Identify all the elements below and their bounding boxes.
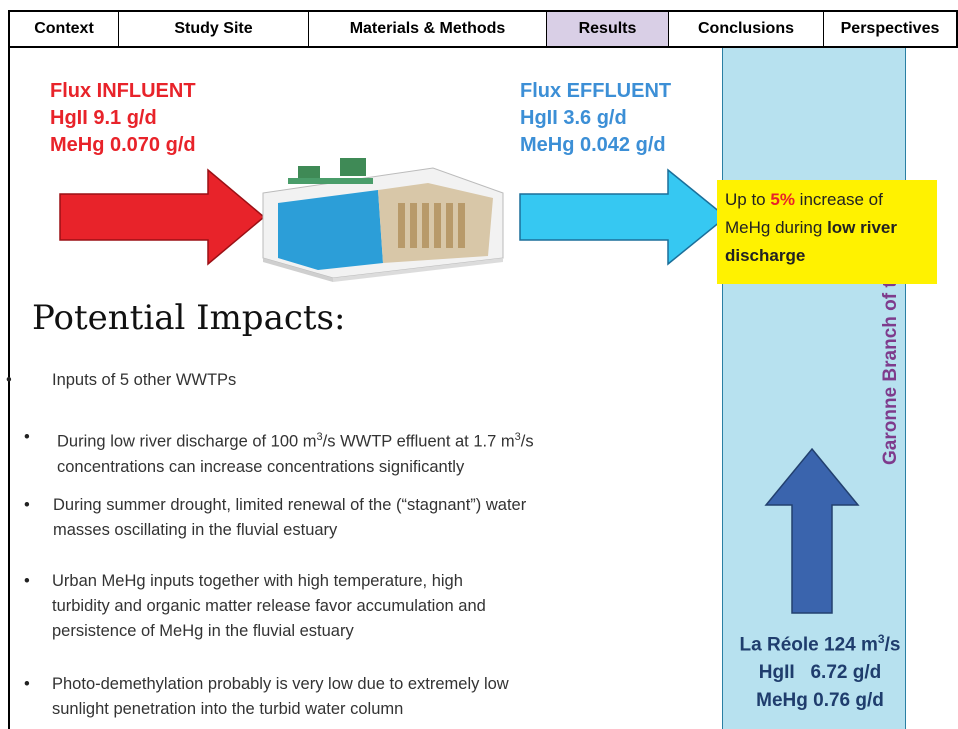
bullet-text: Inputs of 5 other WWTPs <box>52 371 237 389</box>
bullet-dot: • <box>24 675 30 693</box>
bullet-text-line3: persistence of MeHg in the fluvial estua… <box>52 622 354 640</box>
effluent-mehg: MeHg 0.042 g/d <box>520 134 666 156</box>
left-border-line <box>8 46 10 729</box>
tab-perspectives[interactable]: Perspectives <box>840 20 940 37</box>
influent-arrow-icon <box>59 168 266 266</box>
effluent-title: Flux EFFLUENT <box>520 80 672 102</box>
effluent-hg: HgII 3.6 g/d <box>520 107 627 129</box>
bullet-text: Photo-demethylation probably is very low… <box>52 675 509 693</box>
callout-prefix: Up to <box>725 190 771 209</box>
influent-flux: Flux INFLUENT HgII 9.1 g/d MeHg 0.070 g/… <box>50 78 196 159</box>
bullet-item: • Inputs of 5 other WWTPs <box>6 368 237 393</box>
bullet-item: • Photo-demethylation probably is very l… <box>24 672 509 722</box>
tab-context[interactable]: Context <box>10 12 119 46</box>
bullet-text-part: /s WWTP effluent at 1.7 m <box>322 432 515 451</box>
callout-emphasis: low river discharge <box>725 218 897 265</box>
wwtp-plant-icon <box>262 158 504 282</box>
tab-results[interactable]: Results <box>547 12 669 46</box>
bullet-text: During low river discharge of 100 m3/s W… <box>57 425 534 455</box>
bullet-text-part: During low river discharge of 100 m <box>57 432 317 451</box>
section-nav: Context Study Site Materials & Methods R… <box>8 10 958 48</box>
bullet-item: • During low river discharge of 100 m3/s… <box>24 425 534 480</box>
bullet-text: During summer drought, limited renewal o… <box>53 496 527 514</box>
bullet-text-line2: turbidity and organic matter release fav… <box>52 597 486 615</box>
bullet-dot: • <box>24 496 30 514</box>
la-reole-flux: La Réole 124 m3/s HgII 6.72 g/d MeHg 0.7… <box>720 625 920 715</box>
influent-hg: HgII 9.1 g/d <box>50 107 157 129</box>
unit-exponent: 3 <box>514 431 521 443</box>
bullet-text-line2: sunlight penetration into the turbid wat… <box>52 700 404 718</box>
bullet-text-line2: masses oscillating in the fluvial estuar… <box>53 521 338 539</box>
river-flow-arrow-icon <box>764 447 860 614</box>
bullet-text-part: /s <box>520 432 534 451</box>
estuary-band <box>722 48 906 729</box>
tab-materials-methods[interactable]: Materials & Methods <box>309 12 547 46</box>
bullet-text: Urban MeHg inputs together with high tem… <box>52 572 463 590</box>
la-reole-discharge-text: La Réole 124 m <box>739 634 878 656</box>
bullet-text-line2: concentrations can increase concentratio… <box>57 457 465 476</box>
unit-suffix: /s <box>884 634 901 656</box>
potential-impacts-heading: Potential Impacts: <box>32 298 346 338</box>
callout-percent: 5% <box>770 190 795 209</box>
bullet-dot: • <box>24 428 30 446</box>
unit-exponent: 3 <box>877 632 885 646</box>
effluent-arrow-icon <box>519 168 728 266</box>
bullet-item: • During summer drought, limited renewal… <box>24 493 527 543</box>
la-reole-discharge: La Réole 124 m3/s <box>720 625 920 659</box>
callout-middle: increase of MeHg during <box>725 190 883 237</box>
bullet-item: • Urban MeHg inputs together with high t… <box>24 569 486 644</box>
tab-study-site[interactable]: Study Site <box>119 12 309 46</box>
bullet-dot: • <box>24 572 30 590</box>
bullet-dot: • <box>6 371 12 389</box>
influent-title: Flux INFLUENT <box>50 80 196 102</box>
unit-exponent: 3 <box>316 431 323 443</box>
la-reole-hg: HgII 6.72 g/d <box>758 662 882 684</box>
mehg-increase-callout: Up to 5% increase of MeHg during low riv… <box>717 180 937 284</box>
effluent-flux: Flux EFFLUENT HgII 3.6 g/d MeHg 0.042 g/… <box>520 78 671 159</box>
tab-conclusions[interactable]: Conclusions <box>669 12 824 46</box>
influent-mehg: MeHg 0.070 g/d <box>50 134 196 156</box>
la-reole-mehg: MeHg 0.76 g/d <box>756 690 884 712</box>
